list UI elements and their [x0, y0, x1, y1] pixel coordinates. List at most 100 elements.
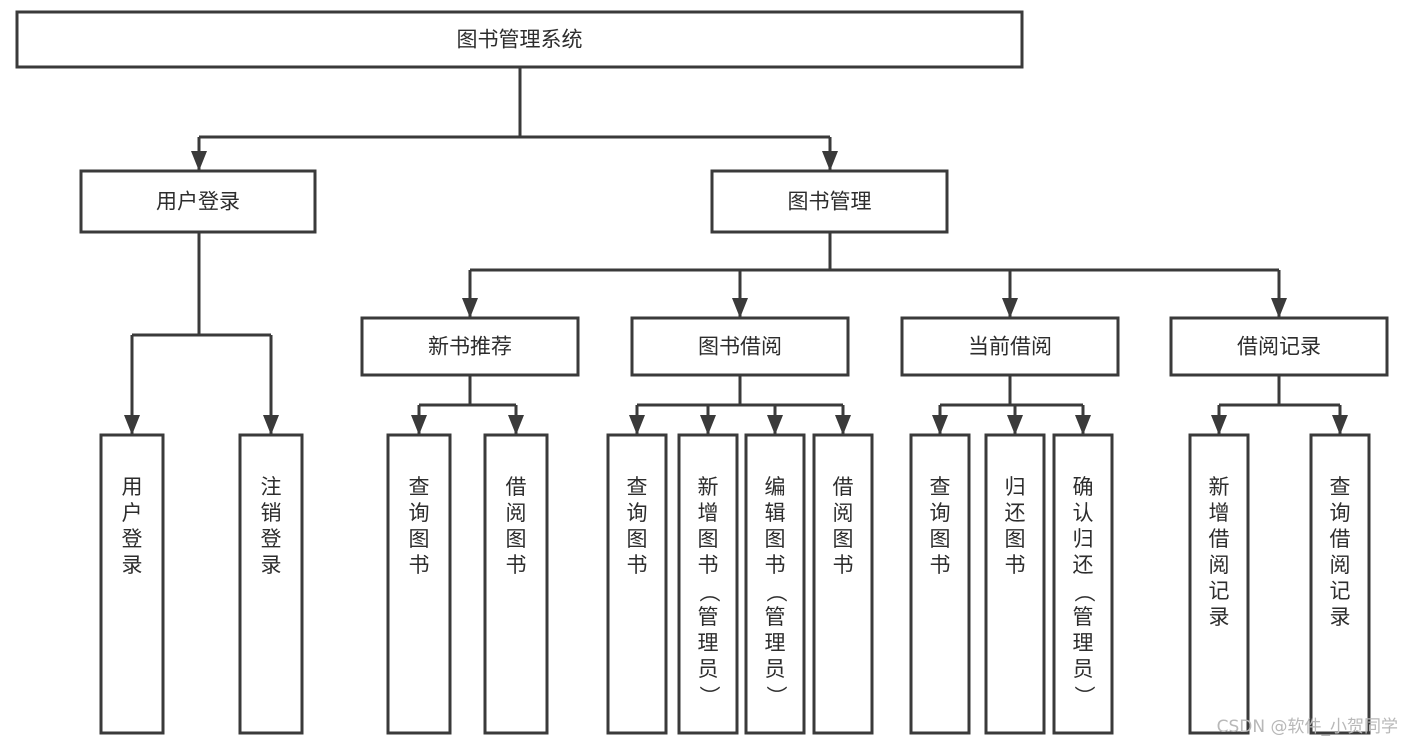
node-user-login[interactable]: 用户登录	[79, 169, 317, 234]
node-label-char: 注	[261, 475, 282, 499]
node-box[interactable]	[1309, 433, 1371, 735]
node-label: 用户登录	[156, 190, 240, 214]
node-label-char: 理	[765, 631, 786, 655]
node-box[interactable]	[744, 433, 806, 735]
node-box[interactable]	[79, 169, 317, 234]
node-label-char: 录	[122, 553, 143, 577]
node-box[interactable]	[630, 316, 850, 377]
arrow-down-icon	[462, 298, 478, 318]
node-label-char: 管	[1073, 605, 1094, 629]
watermark-label: CSDN @软件_小贺同学	[1217, 717, 1398, 737]
node-label: 图书管理系统	[457, 28, 583, 52]
node-label-char: 员	[1073, 657, 1094, 681]
node-box[interactable]	[99, 433, 165, 735]
node-box[interactable]	[900, 316, 1120, 377]
connector-book-management-bus	[462, 232, 1287, 318]
arrow-down-icon	[732, 298, 748, 318]
node-box[interactable]	[677, 433, 739, 735]
node-box[interactable]	[483, 433, 549, 735]
node-box[interactable]	[606, 433, 668, 735]
node-box[interactable]	[238, 433, 304, 735]
node-label-char: 记	[1209, 579, 1230, 603]
node-label-char: 录	[1209, 605, 1230, 629]
node-label-char: 询	[1330, 501, 1351, 525]
node-label-char: 理	[698, 631, 719, 655]
node-label-char: 询	[930, 501, 951, 525]
arrow-down-icon	[1007, 415, 1023, 435]
connector-user-login-bus	[124, 232, 279, 435]
node-label-char: 书	[1005, 553, 1026, 577]
node-label-char: 户	[122, 501, 143, 525]
arrow-down-icon	[835, 415, 851, 435]
node-label: 当前借阅	[968, 335, 1052, 359]
node-box[interactable]	[15, 10, 1024, 69]
node-label-char: 销	[261, 501, 282, 525]
node-leaf-user-login[interactable]: 用户登录	[99, 433, 165, 735]
node-box[interactable]	[812, 433, 874, 735]
node-box[interactable]	[1169, 316, 1389, 377]
node-box[interactable]	[386, 433, 452, 735]
node-box[interactable]	[1052, 433, 1114, 735]
node-label-char: 员	[765, 657, 786, 681]
node-label-char: （	[764, 582, 788, 603]
node-label-char: 确	[1073, 475, 1094, 499]
node-label-char: 查	[627, 475, 648, 499]
node-label-char: 阅	[1330, 553, 1351, 577]
node-label-char: 阅	[1209, 553, 1230, 577]
node-label-char: 书	[409, 553, 430, 577]
arrow-down-icon	[124, 415, 140, 435]
node-label-char: 还	[1073, 553, 1094, 577]
node-current-borrow[interactable]: 当前借阅	[900, 316, 1120, 377]
node-label-char: 增	[698, 501, 719, 525]
node-book-management[interactable]: 图书管理	[710, 169, 949, 234]
arrow-down-icon	[263, 415, 279, 435]
connector-root-bus	[191, 67, 838, 171]
node-label-char: 认	[1073, 501, 1094, 525]
node-label-char: ）	[764, 686, 788, 707]
node-label-char: 书	[765, 553, 786, 577]
node-label-char: ）	[697, 686, 721, 707]
node-label-char: 图	[833, 527, 854, 551]
node-label-char: （	[1072, 582, 1096, 603]
node-book-borrow[interactable]: 图书借阅	[630, 316, 850, 377]
node-label-char: 理	[1073, 631, 1094, 655]
node-box[interactable]	[984, 433, 1046, 735]
node-label-char: 书	[506, 553, 527, 577]
arrow-down-icon	[508, 415, 524, 435]
connector-new-book-recommend-bus	[411, 375, 524, 435]
node-label-char: 新	[1209, 475, 1230, 499]
node-box[interactable]	[710, 169, 949, 234]
arrow-down-icon	[1211, 415, 1227, 435]
node-box[interactable]	[909, 433, 971, 735]
node-box[interactable]	[360, 316, 580, 377]
connector-book-borrow-bus	[629, 375, 851, 435]
node-label-char: 用	[122, 475, 143, 499]
node-root[interactable]: 图书管理系统	[15, 10, 1024, 69]
node-label-char: 书	[930, 553, 951, 577]
node-new-book-recommend[interactable]: 新书推荐	[360, 316, 580, 377]
node-box[interactable]	[1188, 433, 1250, 735]
node-label-char: 登	[261, 527, 282, 551]
node-borrow-record[interactable]: 借阅记录	[1169, 316, 1389, 377]
node-label-char: 借	[1209, 527, 1230, 551]
